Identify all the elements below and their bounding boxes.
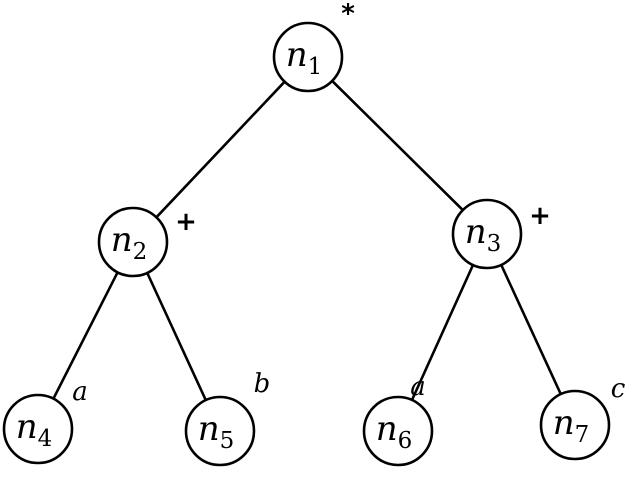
tree-node-n2: n2 + xyxy=(97,206,197,278)
operator-label: + xyxy=(175,207,197,237)
leaf-symbol-label: b xyxy=(254,369,271,399)
node-circle xyxy=(184,395,256,467)
node-subscript: 4 xyxy=(38,426,53,452)
node-circle xyxy=(97,206,169,278)
node-circle xyxy=(451,198,523,270)
node-circle xyxy=(2,393,74,465)
nodes: n1 * n2 + n3 + n4 a n5 b n6 a n7 c xyxy=(2,0,626,467)
leaf-symbol-label: c xyxy=(611,374,626,404)
node-name: n2 xyxy=(111,220,148,265)
tree-node-n6: n6 a xyxy=(362,372,434,467)
node-circle xyxy=(272,21,344,93)
leaf-symbol-label: a xyxy=(72,377,88,407)
leaf-symbol-label: a xyxy=(410,372,426,402)
operator-label: * xyxy=(341,0,355,29)
tree-node-n5: n5 b xyxy=(184,369,271,467)
node-circle xyxy=(362,395,434,467)
node-name: n5 xyxy=(198,409,235,454)
operator-label: + xyxy=(529,201,551,231)
edge-n2-n5 xyxy=(145,271,208,402)
node-subscript: 3 xyxy=(487,231,502,257)
node-subscript: 2 xyxy=(133,239,148,265)
edge-n3-n7 xyxy=(499,263,563,396)
node-subscript: 7 xyxy=(575,422,590,448)
edge-n1-n3 xyxy=(330,79,465,212)
node-name: n1 xyxy=(286,35,323,80)
edges xyxy=(52,79,563,402)
node-circle xyxy=(539,389,611,461)
edge-n1-n2 xyxy=(155,80,286,219)
tree-node-n4: n4 a xyxy=(2,377,88,465)
edge-n3-n6 xyxy=(410,263,475,402)
node-name: n3 xyxy=(465,212,502,257)
node-name: n4 xyxy=(16,407,53,452)
node-subscript: 1 xyxy=(308,54,323,80)
edge-n2-n4 xyxy=(52,271,119,400)
node-subscript: 5 xyxy=(220,428,235,454)
node-subscript: 6 xyxy=(398,428,413,454)
tree-node-n1: n1 * xyxy=(272,0,355,93)
node-name: n6 xyxy=(376,409,413,454)
tree-node-n7: n7 c xyxy=(539,374,626,461)
tree-node-n3: n3 + xyxy=(451,198,551,270)
node-name: n7 xyxy=(553,403,590,448)
